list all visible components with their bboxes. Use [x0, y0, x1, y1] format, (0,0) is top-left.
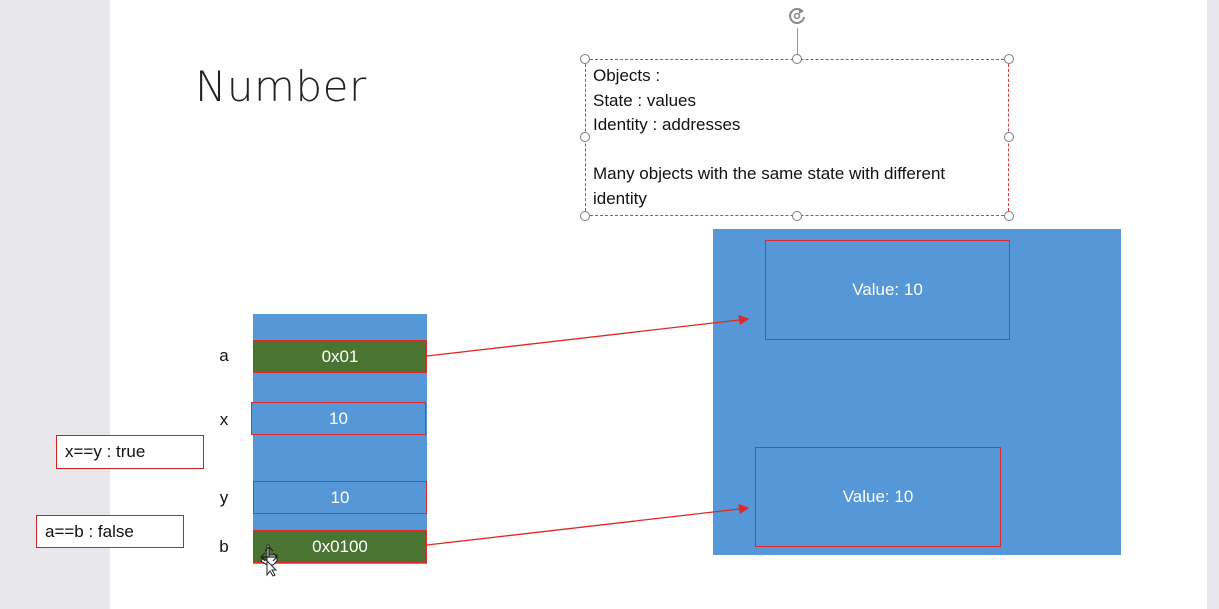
resize-handle-n[interactable] [792, 54, 802, 64]
resize-handle-w[interactable] [580, 132, 590, 142]
var-label-a: a [219, 346, 229, 365]
move-cursor-icon [257, 543, 281, 582]
note-line-objects: Objects : [593, 66, 661, 85]
right-gutter [1207, 0, 1219, 609]
note-text: Objects : State : values Identity : addr… [593, 64, 1003, 211]
stack-cell-a[interactable]: 0x01 [253, 340, 427, 373]
stack-cell-x[interactable]: 10 [251, 402, 426, 435]
rotate-connector [797, 28, 798, 59]
arrow-b-to-object-2 [426, 503, 750, 546]
resize-handle-ne[interactable] [1004, 54, 1014, 64]
resize-handle-se[interactable] [1004, 211, 1014, 221]
heap-object-1[interactable]: Value: 10 [765, 240, 1010, 340]
stack-cell-y[interactable]: 10 [253, 481, 427, 514]
note-line-many-objects: Many objects with the same state with di… [593, 164, 946, 208]
comparison-xy[interactable]: x==y : true [56, 435, 204, 469]
var-label-y: y [219, 488, 229, 507]
var-label-x: x [219, 410, 229, 429]
var-label-b: b [219, 537, 229, 556]
note-line-identity: Identity : addresses [593, 115, 741, 134]
resize-handle-e[interactable] [1004, 132, 1014, 142]
resize-handle-sw[interactable] [580, 211, 590, 221]
arrow-a-to-object-1 [426, 314, 750, 357]
resize-handle-s[interactable] [792, 211, 802, 221]
slide-title[interactable]: Number [195, 62, 367, 111]
rotate-handle-icon[interactable] [786, 5, 808, 27]
comparison-ab[interactable]: a==b : false [36, 515, 184, 548]
stack-cell-b[interactable]: 0x0100 [253, 530, 427, 563]
heap-memory[interactable] [713, 229, 1121, 555]
resize-handle-nw[interactable] [580, 54, 590, 64]
heap-object-2[interactable]: Value: 10 [755, 447, 1001, 547]
note-line-state: State : values [593, 90, 697, 110]
